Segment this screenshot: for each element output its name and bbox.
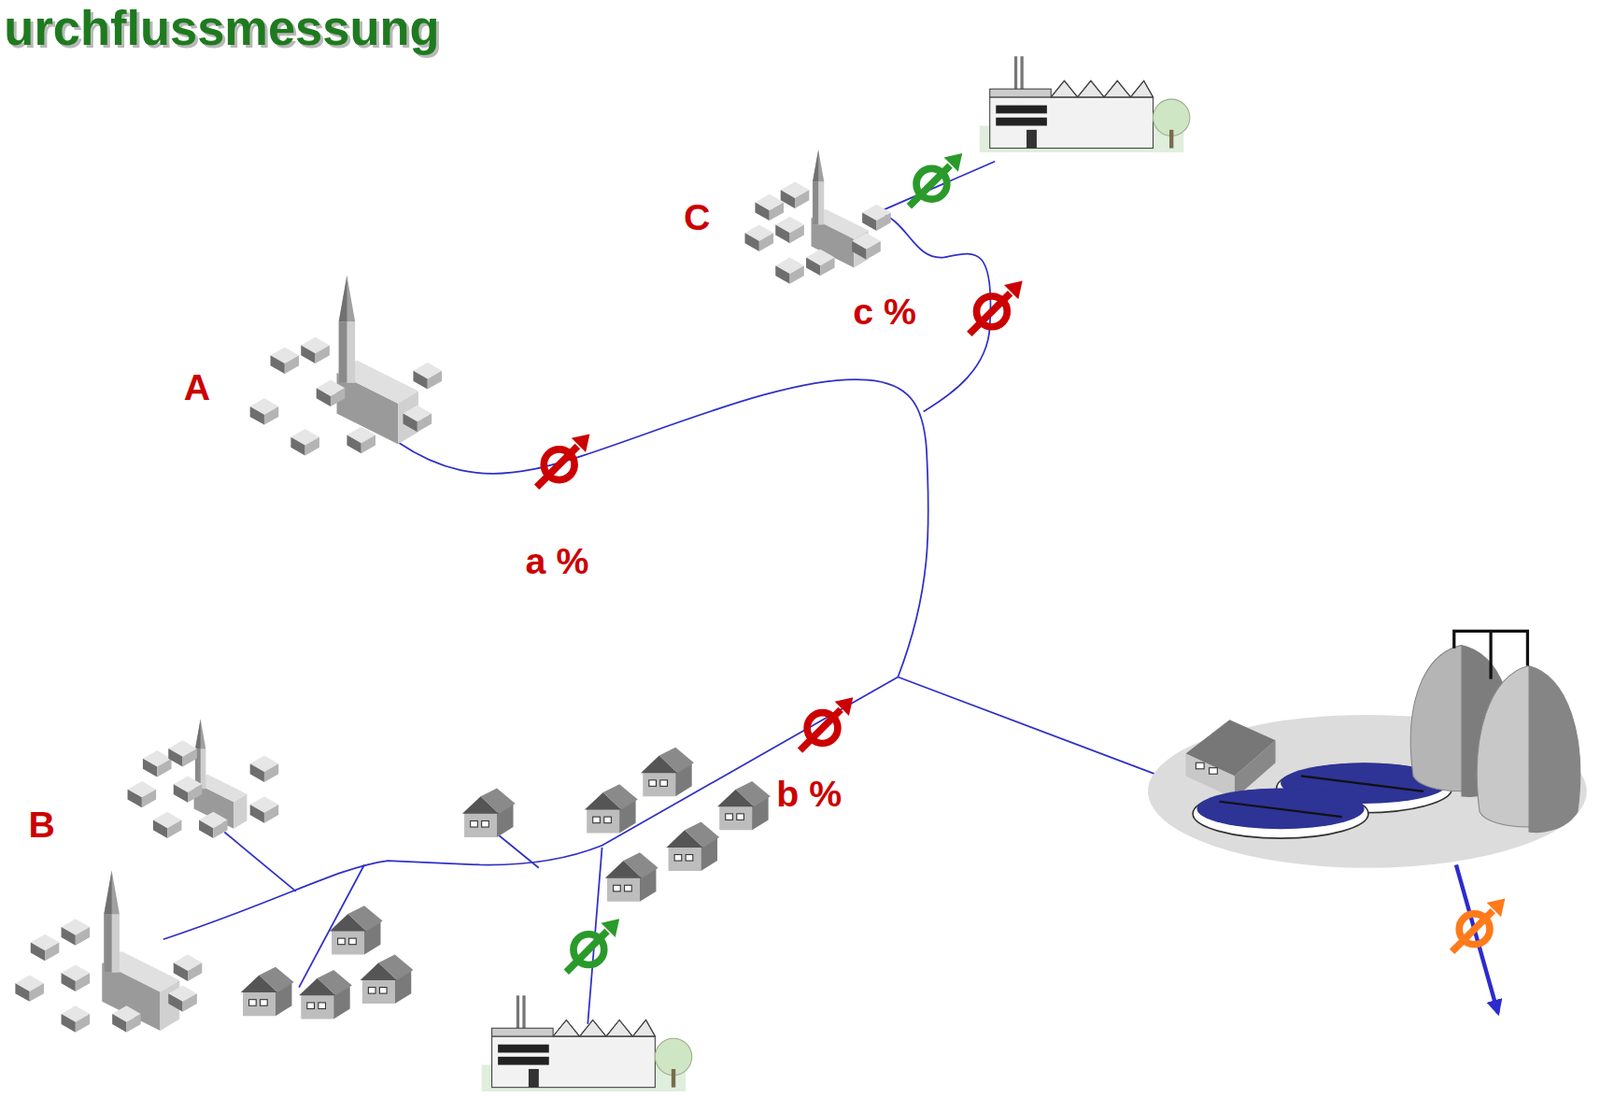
area-label: C [683, 198, 710, 236]
area-label: a % [525, 542, 590, 580]
area-label: A [184, 368, 211, 406]
area-label: B [28, 806, 56, 843]
area-label: b % [776, 775, 842, 812]
page-title: urchflussmessung [3, 3, 439, 53]
area-label: c % [852, 293, 917, 330]
